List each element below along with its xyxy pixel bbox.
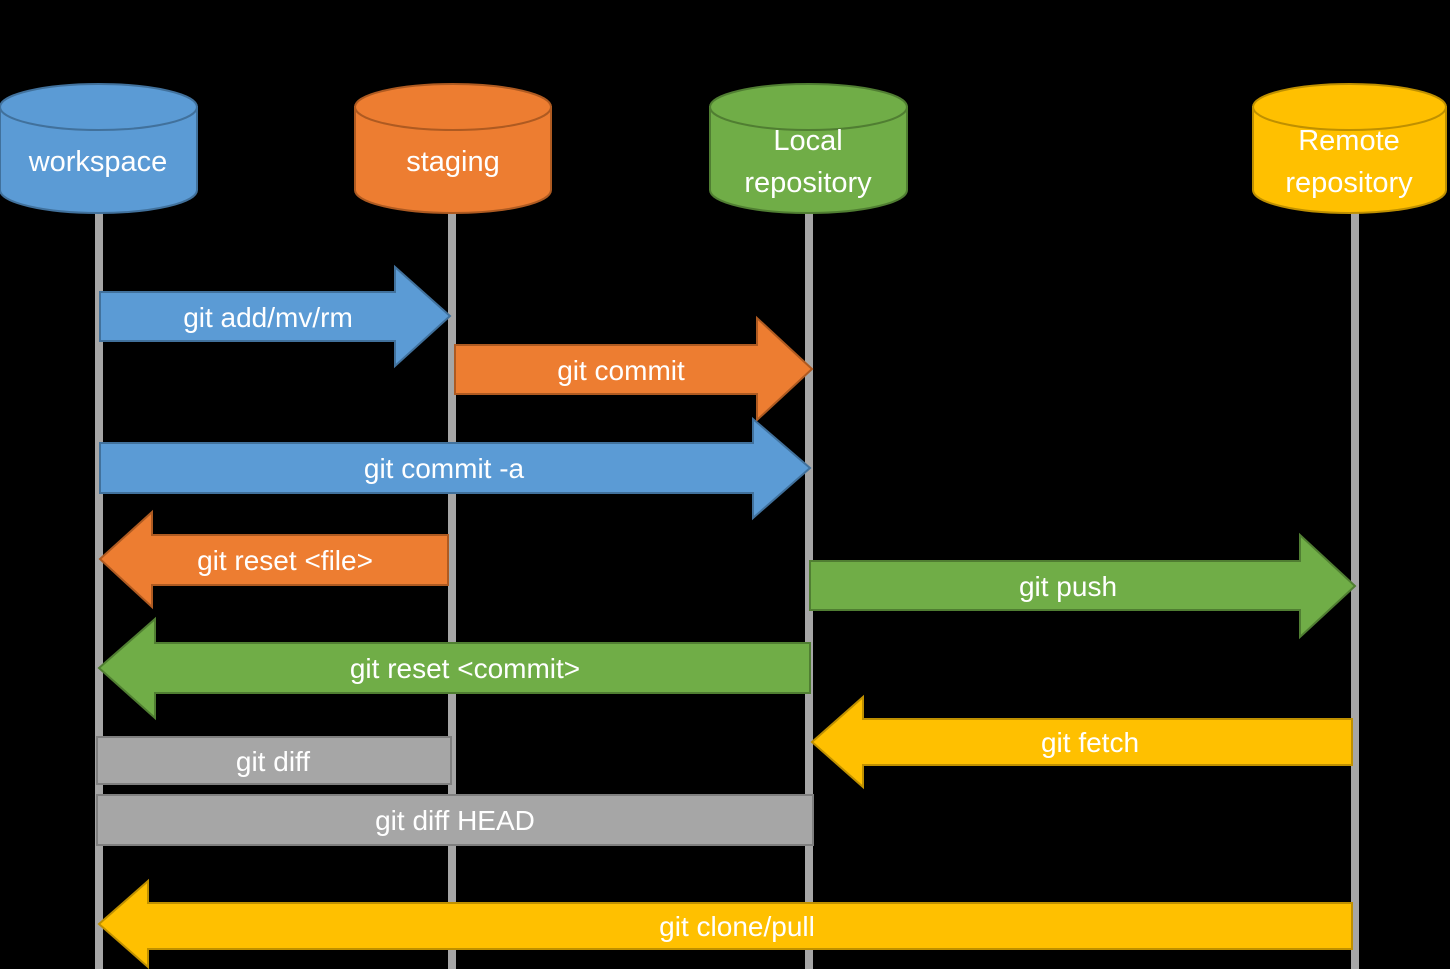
arrow-shape-git-push	[809, 532, 1357, 640]
bar-shape-git-diff	[96, 736, 452, 785]
arrow-git-clone-pull: git clone/pull	[97, 878, 1353, 969]
node-top-remote-repository	[1252, 83, 1447, 131]
arrow-shape-git-clone-pull	[97, 878, 1353, 969]
node-top-local-repository	[709, 83, 908, 131]
node-label-staging: staging	[406, 146, 500, 178]
arrow-git-reset-commit: git reset <commit>	[97, 616, 811, 721]
arrow-label-git-add-mv-rm: git add/mv/rm	[183, 302, 353, 333]
arrow-label-git-push: git push	[1019, 571, 1117, 602]
arrow-label-git-commit: git commit	[557, 355, 685, 386]
bar-git-diff-head: git diff HEAD	[96, 794, 814, 846]
bar-label-git-diff: git diff	[236, 746, 310, 777]
node-label-workspace: workspace	[28, 146, 168, 178]
arrow-shape-git-commit-a	[99, 416, 812, 521]
arrow-shape-git-reset-commit	[97, 616, 811, 721]
arrow-label-git-reset-file: git reset <file>	[197, 545, 373, 576]
arrow-git-commit-a: git commit -a	[99, 416, 812, 521]
node-local-repository: Local repository	[709, 83, 908, 214]
arrow-shape-git-add-mv-rm	[99, 264, 452, 369]
node-workspace: workspace	[0, 83, 198, 214]
arrow-label-git-clone-pull: git clone/pull	[659, 911, 815, 942]
arrow-git-fetch: git fetch	[810, 694, 1353, 790]
node-label-remote-line2: repository	[1285, 167, 1413, 199]
node-label-remote-line1: Remote	[1298, 125, 1400, 157]
arrow-label-git-commit-a: git commit -a	[364, 453, 525, 484]
arrow-shape-git-reset-file	[98, 509, 449, 610]
arrow-label-git-reset-commit: git reset <commit>	[350, 653, 580, 684]
arrow-label-git-fetch: git fetch	[1041, 727, 1139, 758]
arrow-git-reset-file: git reset <file>	[98, 509, 449, 610]
node-label-local-line2: repository	[744, 167, 872, 199]
lifeline-staging	[448, 206, 456, 969]
bar-git-diff: git diff	[96, 736, 452, 785]
lifeline-workspace	[95, 206, 103, 969]
arrow-git-commit: git commit	[454, 315, 814, 423]
node-label-local-line1: Local	[773, 125, 842, 157]
arrow-shape-git-fetch	[810, 694, 1353, 790]
bar-label-git-diff-head: git diff HEAD	[375, 805, 535, 836]
node-remote-repository: Remote repository	[1252, 83, 1447, 214]
node-staging: staging	[354, 83, 552, 214]
node-top-workspace	[0, 83, 198, 131]
node-body-local-repository	[709, 106, 908, 214]
node-body-staging	[354, 106, 552, 214]
arrow-shape-git-commit	[454, 315, 814, 423]
lifeline-remote-repository	[1351, 206, 1359, 969]
arrow-git-push: git push	[809, 532, 1357, 640]
arrow-git-add-mv-rm: git add/mv/rm	[99, 264, 452, 369]
node-body-remote-repository	[1252, 106, 1447, 214]
bar-shape-git-diff-head	[96, 794, 814, 846]
node-top-staging	[354, 83, 552, 131]
node-body-workspace	[0, 106, 198, 214]
